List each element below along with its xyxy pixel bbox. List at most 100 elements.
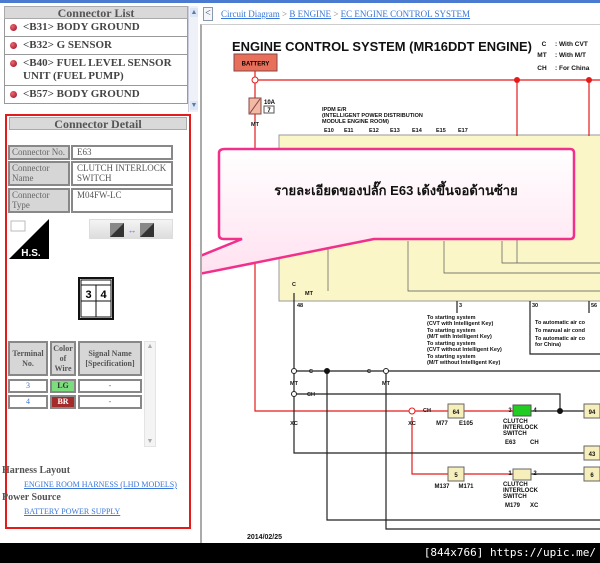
note: (M/T with Intelligent Key) (427, 334, 492, 340)
bullet-icon (10, 42, 17, 49)
legend-tag: MT (537, 52, 546, 59)
col-signal: Signal Name [Specification] (78, 341, 142, 376)
tag-xc: XC (530, 503, 539, 509)
connector-detail-panel: Connector Detail Connector No. E63 Conne… (2, 114, 191, 529)
scroll-down-icon[interactable]: ▼ (190, 101, 198, 110)
ipdm-connector[interactable]: E14 (412, 128, 423, 134)
circuit-diagram[interactable]: ENGINE CONTROL SYSTEM (MR16DDT ENGINE) :… (200, 24, 600, 543)
connector-name-value: CLUTCH INTERLOCK SWITCH (71, 161, 173, 186)
harness-layout-link[interactable]: ENGINE ROOM HARNESS (LHD MODELS) (24, 480, 177, 489)
tag-c: C (309, 369, 313, 375)
ipdm-label: IPDM E/R (322, 107, 346, 113)
terminal-table-scrollbar[interactable]: ▲▼ (144, 341, 156, 447)
switch-label: INTERLOCK (503, 488, 539, 494)
scroll-up-icon[interactable]: ▲ (146, 342, 154, 350)
connector-label[interactable]: E105 (459, 421, 474, 427)
breadcrumb-separator: > (333, 9, 339, 19)
ipdm-connector[interactable]: E11 (344, 128, 353, 134)
fuse-amp: 10A (264, 100, 276, 106)
right-pane: < Circuit Diagram > B ENGINE > EC ENGINE… (200, 0, 600, 543)
col-terminal: Terminal No. (8, 341, 48, 376)
connector-list-item[interactable]: <B31> BODY GROUND (4, 19, 188, 37)
harness-layout-heading: Harness Layout (2, 465, 71, 476)
wire-color-cell: LG (50, 379, 76, 393)
note: (CVT without Intelligent Key) (427, 347, 502, 353)
battery-label: BATTERY (242, 62, 270, 68)
pin-4: 4 (100, 289, 107, 301)
col-color: Color of Wire (50, 341, 76, 376)
breadcrumb-ec-engine-control[interactable]: EC ENGINE CONTROL SYSTEM (340, 9, 471, 19)
connector-list-item[interactable]: <B32> G SENSOR (4, 37, 188, 55)
callout-text: รายละเอียดของปลั๊ก E63 เด้งขึ้นจอด้านซ้า… (274, 180, 517, 198)
fuse-number: 7 (267, 108, 271, 114)
harness-side-icon: H.S. (9, 219, 49, 259)
breadcrumb-circuit-diagram[interactable]: Circuit Diagram (221, 9, 280, 19)
note: To starting system (427, 315, 476, 321)
breadcrumb-b-engine[interactable]: B ENGINE (289, 9, 332, 19)
terminal-cell[interactable]: 3 (8, 379, 48, 393)
ipdm-connector[interactable]: E13 (390, 128, 400, 134)
ipdm-connector[interactable]: E15 (436, 128, 446, 134)
swap-view-icon: ↔ (110, 223, 154, 237)
legend-cvt: : With CVT (555, 41, 588, 48)
legend-tag: C (542, 41, 547, 48)
connector-list-scrollbar[interactable]: ▲▼ (188, 6, 198, 112)
terminal-cell[interactable]: 4 (8, 395, 48, 409)
connector-list-item[interactable]: <B57> BODY GROUND (4, 86, 188, 104)
tag-ch: CH (307, 392, 315, 398)
connector-list-item[interactable]: <B40> FUEL LEVEL SENSOR UNIT (FUEL PUMP) (4, 55, 188, 86)
note: To starting system (427, 341, 476, 347)
ipdm-label: MODULE ENGINE ROOM) (322, 119, 389, 125)
note: (M/T without Intelligent Key) (427, 360, 500, 366)
item-label: <B57> BODY GROUND (23, 88, 140, 100)
tag-mt: MT (305, 291, 314, 297)
connector-label[interactable]: M171 (458, 484, 474, 490)
connector-label[interactable]: E63 (505, 440, 516, 446)
tag-c: C (367, 369, 371, 375)
scroll-down-icon[interactable]: ▼ (146, 437, 154, 445)
power-source-link[interactable]: BATTERY POWER SUPPLY (24, 507, 121, 516)
connector-detail-title: Connector Detail (9, 117, 187, 130)
switch-label: SWITCH (503, 431, 527, 437)
item-label: <B40> FUEL LEVEL SENSOR UNIT (FUEL PUMP) (23, 57, 172, 82)
breadcrumb: Circuit Diagram > B ENGINE > EC ENGINE C… (221, 9, 470, 19)
switch-label: CLUTCH (503, 482, 528, 488)
power-source-heading: Power Source (2, 492, 61, 503)
pin-label: 30 (532, 303, 538, 309)
note: To starting system (427, 328, 476, 334)
signal-cell: - (78, 379, 142, 393)
breadcrumb-separator: > (281, 9, 288, 19)
tag-xc: XC (408, 421, 416, 427)
pin-label: 94 (589, 410, 596, 416)
battery-symbol (233, 53, 278, 72)
label: Connector Name (8, 161, 70, 186)
tag-mt: MT (382, 381, 391, 387)
ipdm-connector[interactable]: E17 (458, 128, 468, 134)
tag-c: C (292, 282, 296, 288)
pin-label: 48 (297, 303, 303, 309)
label: Connector Type (8, 188, 70, 213)
callout-bubble: รายละเอียดของปลั๊ก E63 เด้งขึ้นจอด้านซ้า… (202, 147, 576, 275)
collapse-pane-button[interactable]: < (203, 7, 213, 21)
connector-label[interactable]: M137 (434, 484, 450, 490)
scroll-up-icon[interactable]: ▲ (190, 8, 198, 17)
item-label: <B32> G SENSOR (23, 39, 112, 51)
clutch-switch-e63[interactable] (512, 404, 532, 417)
connector-no-value: E63 (71, 145, 173, 160)
ipdm-connector[interactable]: E12 (369, 128, 379, 134)
tag-ch: CH (423, 408, 431, 414)
note: To manual air cond (535, 328, 585, 334)
circuit-diagram-svg: ENGINE CONTROL SYSTEM (MR16DDT ENGINE) :… (202, 39, 600, 541)
connector-pinout: 3 4 (78, 277, 114, 320)
ipdm-connector[interactable]: E10 (324, 128, 334, 134)
bullet-icon (10, 24, 17, 31)
pin-label: 3 (508, 408, 512, 414)
connector-label[interactable]: M77 (436, 421, 448, 427)
note: for China) (535, 342, 561, 348)
switch-label: SWITCH (503, 494, 527, 500)
connector-list-title: Connector List (4, 6, 188, 19)
switch-label: INTERLOCK (503, 425, 539, 431)
connector-label[interactable]: M179 (505, 503, 521, 509)
switch-view-button[interactable]: ↔ (89, 219, 173, 239)
connector-list: Connector List <B31> BODY GROUND <B32> G… (4, 6, 188, 113)
